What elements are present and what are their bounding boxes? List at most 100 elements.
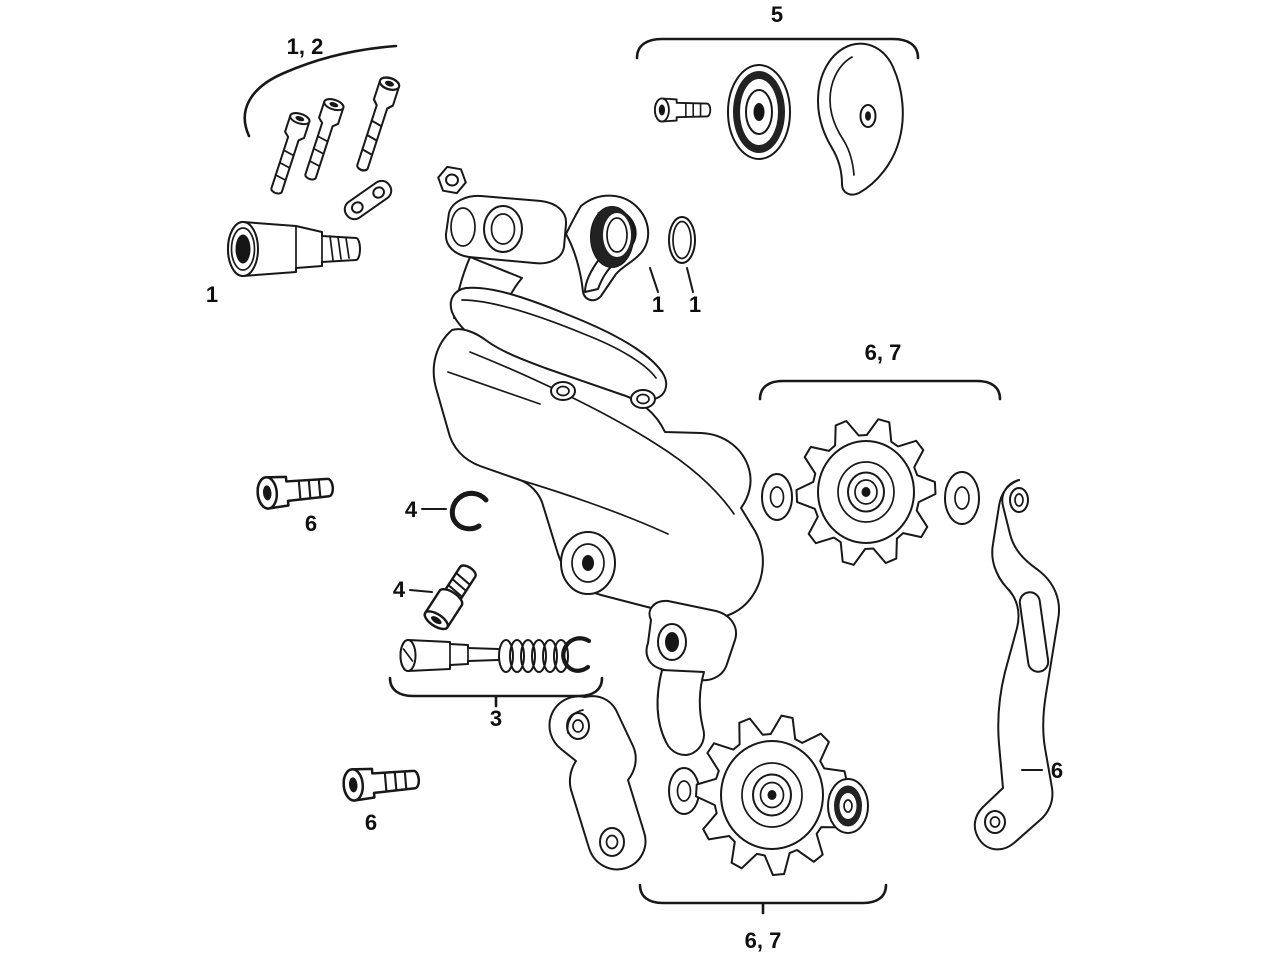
callout-bracket xyxy=(758,379,1002,401)
callout-label: 6 xyxy=(1051,758,1063,783)
callout-label: 1 xyxy=(206,282,218,307)
linkage-plate-edge xyxy=(461,299,657,379)
pulley-washer xyxy=(944,471,980,525)
callout-label: 5 xyxy=(771,2,783,27)
cage-cover xyxy=(817,42,904,196)
hex-nut xyxy=(437,165,467,195)
callout-label: 1, 2 xyxy=(287,34,324,59)
leader-line xyxy=(409,589,433,593)
cam-washer xyxy=(584,206,634,293)
inner-cage-slot xyxy=(1018,591,1050,673)
anchor-plate-hole xyxy=(372,186,385,199)
lower-pulley-bearing-inner xyxy=(759,781,785,809)
outer-cage-hole xyxy=(566,712,590,740)
outer-cage-plate xyxy=(548,695,647,871)
anchor-plate xyxy=(343,179,393,221)
outer-cage-outline xyxy=(548,695,647,871)
pulley-bearing-dark-ring xyxy=(834,785,862,827)
cap-disc-center xyxy=(753,103,765,121)
callout-label: 4 xyxy=(405,497,418,522)
b-knuckle-bore xyxy=(483,205,523,253)
cage-pivot-hole xyxy=(665,632,679,652)
b-knuckle-end xyxy=(450,207,476,247)
cage-arm xyxy=(656,669,705,756)
cage-cover-contour xyxy=(829,56,855,176)
o-ring xyxy=(668,216,696,264)
pulley-washer xyxy=(668,767,700,815)
cage-bolt-lower xyxy=(341,762,422,803)
anchor-plate-hole xyxy=(351,201,364,214)
pivot-pin-details xyxy=(402,642,469,669)
outer-cage-hole-inner xyxy=(605,834,619,850)
cap-disc xyxy=(727,64,791,160)
inner-cage-hole-inner xyxy=(989,816,1001,828)
link-screw-socket xyxy=(636,393,650,405)
callout-label: 6 xyxy=(305,511,317,536)
pulley-washer xyxy=(761,473,793,521)
outer-cage-hole xyxy=(599,827,625,857)
b-bolt xyxy=(227,221,361,277)
lower-pulley-assembly xyxy=(668,714,869,876)
mounting-bolt xyxy=(265,110,312,198)
e-clip xyxy=(561,636,592,673)
coil-spring xyxy=(498,639,569,673)
lower-pulley-axle-hole xyxy=(767,790,777,800)
b-bolt-socket xyxy=(235,234,251,264)
mounting-bolt xyxy=(299,96,346,184)
leader-line xyxy=(686,267,694,293)
mounting-bolt xyxy=(350,74,402,175)
callout-label: 1 xyxy=(689,292,701,317)
lower-pulley-hub xyxy=(741,762,803,828)
callout-bracket xyxy=(388,676,604,708)
callout-lower-pulley: 6, 7 xyxy=(638,883,888,953)
outer-cage-hole-inner xyxy=(572,719,584,733)
set-screw xyxy=(423,564,477,631)
outer-cage-contour xyxy=(566,709,584,734)
upper-pulley-hub xyxy=(837,461,895,523)
pulley-cap-assembly xyxy=(654,42,904,196)
upper-pulley-assembly xyxy=(761,418,980,566)
callout-label: 6 xyxy=(365,810,377,835)
callout-bracket xyxy=(635,37,920,60)
o-ring-inner xyxy=(672,220,692,260)
snap-ring xyxy=(449,490,489,532)
anchor-plate-outline xyxy=(343,179,393,221)
callout-cap-assembly: 5 xyxy=(635,2,920,60)
pulley-washer-hole xyxy=(954,486,970,510)
callout-label: 3 xyxy=(490,706,502,731)
pulley-bearing-hole xyxy=(843,799,853,813)
spring-boss-hole xyxy=(582,555,594,571)
callout-bracket xyxy=(243,44,398,138)
pulley-washer-hole xyxy=(769,486,785,508)
cap-bolt xyxy=(654,97,712,123)
body-contour xyxy=(469,351,735,515)
callout-bolt-kit: 1, 2 xyxy=(243,34,398,138)
callout-spring-assembly: 3 xyxy=(388,676,604,731)
callout-label: 4 xyxy=(393,577,406,602)
body-outline xyxy=(432,328,764,621)
spring-assembly xyxy=(399,636,592,673)
cage-cover-hole-center xyxy=(865,111,871,121)
inner-cage-hole-inner xyxy=(1014,493,1024,507)
inner-cage-outline xyxy=(973,479,1060,851)
set-screw-socket xyxy=(431,616,442,625)
cam-washer-dark-ring xyxy=(591,207,633,267)
callout-label: 6, 7 xyxy=(865,340,902,365)
upper-pulley-bearing-inner xyxy=(854,479,878,505)
link-screw-boss xyxy=(550,381,576,401)
b-bolt-threads xyxy=(295,226,350,272)
cam-washer-bore xyxy=(606,217,628,253)
inner-cage-plate xyxy=(973,479,1060,851)
hex-nut-hole xyxy=(445,173,459,187)
callout-label: 1 xyxy=(652,292,664,317)
upper-pulley-axle-hole xyxy=(861,487,871,497)
link-screw-boss xyxy=(630,389,656,409)
body-detail-lines xyxy=(447,371,669,535)
cage-bolt-upper xyxy=(255,470,336,511)
link-screw-socket xyxy=(556,385,570,397)
callout-bracket xyxy=(638,883,888,915)
callout-label: 6, 7 xyxy=(745,928,782,953)
leader-line xyxy=(649,267,659,293)
